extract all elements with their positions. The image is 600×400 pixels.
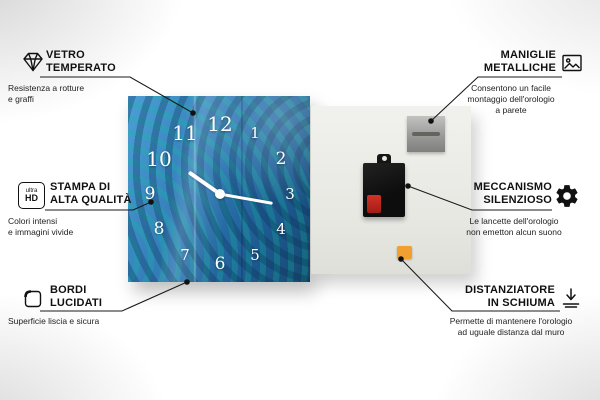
spacer-arrow-icon bbox=[559, 286, 583, 315]
callout-title-maniglie-metalliche: MANIGLIE METALLICHE bbox=[483, 49, 556, 74]
clock-number: 10 bbox=[146, 147, 172, 171]
foam-spacer bbox=[397, 246, 412, 259]
polished-edge-icon bbox=[21, 287, 45, 316]
clock-number: 12 bbox=[207, 112, 233, 136]
picture-frame-icon bbox=[560, 51, 584, 80]
clock-number: 5 bbox=[250, 246, 260, 264]
metal-hanger-plate bbox=[407, 116, 445, 152]
ultra-hd-icon-text-bottom: HD bbox=[25, 193, 38, 203]
callout-title-vetro-temperato: VETRO TEMPERATO bbox=[46, 49, 116, 74]
clock-number: 1 bbox=[250, 124, 260, 142]
callout-subtitle-bordi-lucidati: Superficie liscia e sicura bbox=[8, 316, 100, 326]
callout-subtitle-vetro-temperato: Resistenza a rotture e graffi bbox=[8, 83, 85, 105]
callout-title-bordi-lucidati: BORDI LUCIDATI bbox=[50, 284, 103, 309]
clock-mechanism bbox=[363, 163, 405, 217]
callout-title-meccanismo-silenzioso: MECCANISMO SILENZIOSO bbox=[473, 181, 552, 206]
clock-center-cap bbox=[215, 189, 225, 199]
callout-subtitle-meccanismo-silenzioso: Le lancette dell'orologio non emetton al… bbox=[466, 216, 562, 238]
clock-number: 9 bbox=[144, 184, 156, 204]
ultra-hd-icon: ultra HD bbox=[18, 182, 45, 209]
clock-number: 11 bbox=[172, 121, 198, 145]
hanger-slot bbox=[412, 132, 440, 136]
mechanism-hook bbox=[377, 154, 391, 164]
clock-minute-hand bbox=[219, 192, 273, 205]
callout-title-distanziatore-schiuma: DISTANZIATORE IN SCHIUMA bbox=[465, 284, 555, 309]
clock-number: 8 bbox=[153, 219, 165, 239]
clock-number: 6 bbox=[214, 254, 226, 274]
clock-number: 2 bbox=[275, 149, 287, 169]
gear-icon bbox=[554, 183, 580, 214]
clock-number: 7 bbox=[180, 246, 190, 264]
callout-title-stampa-alta-qualita: STAMPA DI ALTA QUALITÀ bbox=[50, 181, 132, 206]
clock-number: 4 bbox=[276, 220, 286, 238]
hook-hole bbox=[382, 156, 387, 161]
clock-number: 3 bbox=[285, 185, 295, 203]
callout-subtitle-distanziatore-schiuma: Permette di mantenere l'orologio ad ugua… bbox=[449, 316, 573, 338]
callout-subtitle-stampa-alta-qualita: Colori intensi e immagini vivide bbox=[8, 216, 74, 238]
clock-front-panel: 1 2 3 4 5 6 7 8 9 10 11 12 bbox=[128, 96, 310, 282]
battery bbox=[367, 195, 381, 213]
clock-back-panel bbox=[310, 106, 471, 274]
diamond-icon bbox=[21, 50, 45, 79]
ultra-hd-icon-text-top: ultra bbox=[25, 188, 38, 194]
callout-subtitle-maniglie-metalliche: Consentono un facile montaggio dell'orol… bbox=[467, 83, 555, 116]
